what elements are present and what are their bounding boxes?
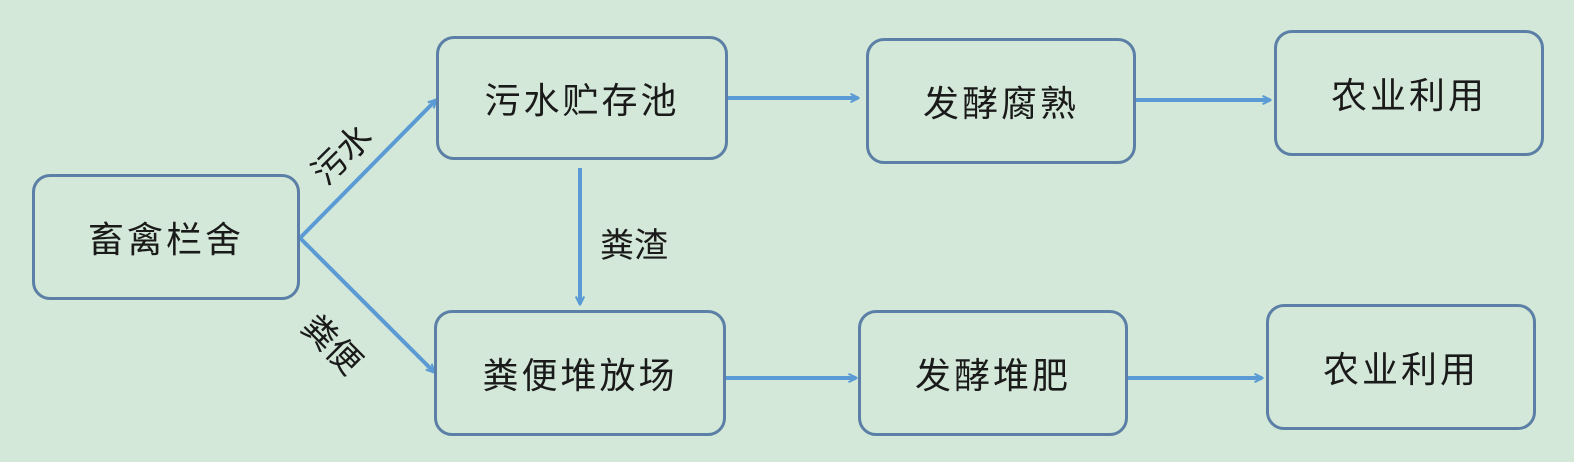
node-ferment-compost: 发酵堆肥: [858, 310, 1128, 436]
node-label: 发酵腐熟: [922, 84, 1079, 125]
node-label: 畜禽栏舍: [87, 220, 244, 261]
node-manure-yard: 粪便堆放场: [434, 310, 726, 436]
node-label: 粪便堆放场: [482, 356, 678, 397]
node-sewage-pool: 污水贮存池: [436, 36, 728, 160]
arrow-pen-to-sewage: [298, 100, 436, 240]
node-agri-use-2: 农业利用: [1266, 304, 1536, 430]
node-label: 农业利用: [1322, 350, 1479, 391]
edge-label-manure-residue: 粪渣: [600, 226, 668, 266]
node-label: 发酵堆肥: [914, 356, 1071, 397]
node-ferment-mature: 发酵腐熟: [866, 38, 1136, 164]
node-agri-use-1: 农业利用: [1274, 30, 1544, 156]
arrow-pen-to-manure: [298, 236, 434, 372]
node-label: 农业利用: [1330, 76, 1487, 117]
node-label: 污水贮存池: [484, 81, 680, 122]
node-livestock-pen: 畜禽栏舍: [32, 174, 300, 300]
